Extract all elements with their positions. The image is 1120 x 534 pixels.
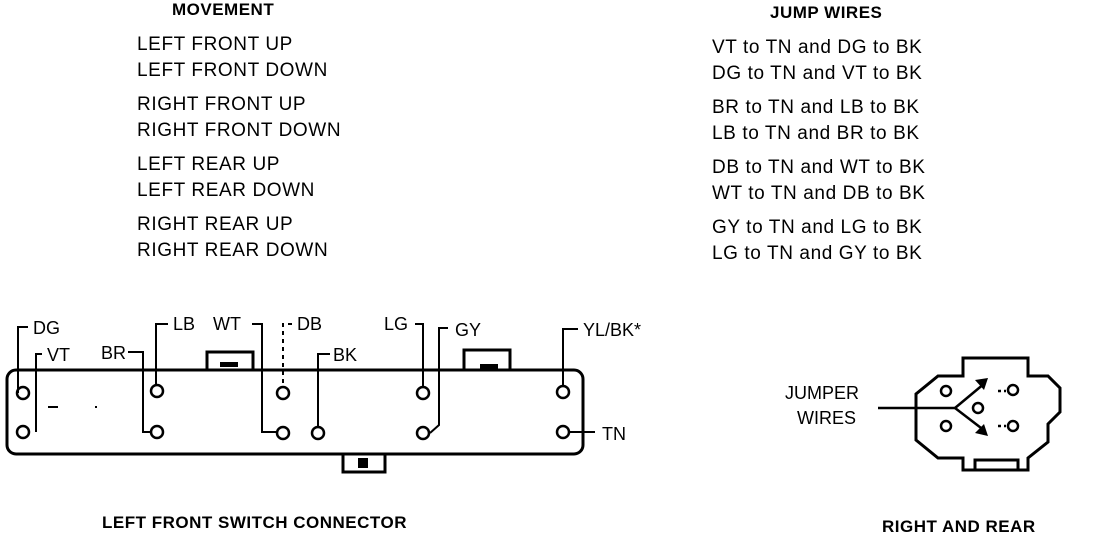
movement-item: LEFT REAR DOWN (137, 180, 316, 201)
label-db: DB (297, 314, 322, 334)
jump-wires-header: JUMP WIRES (770, 3, 883, 22)
label-ylbk: YL/BK* (583, 320, 641, 340)
terminal-lb (149, 383, 165, 399)
terminal-tn (555, 424, 571, 440)
movement-item: LEFT FRONT UP (137, 34, 293, 55)
right-rear-connector-body (914, 356, 1062, 472)
label-lg: LG (384, 314, 408, 334)
connector-tab-bottom (341, 454, 387, 474)
jumper-label-line1: JUMPER (785, 383, 859, 403)
jump-wire-item: GY to TN and LG to BK (712, 217, 923, 238)
terminal-db (275, 385, 291, 401)
label-br: BR (101, 343, 126, 363)
rr-terminal-1 (939, 384, 953, 398)
movement-header: MOVEMENT (172, 0, 275, 19)
terminal-wt (275, 425, 291, 441)
movement-item: RIGHT REAR UP (137, 214, 294, 235)
rr-terminal-3 (971, 401, 985, 415)
movement-item: RIGHT REAR DOWN (137, 240, 329, 261)
jump-wire-item: LB to TN and BR to BK (712, 123, 920, 144)
jumper-label-line2: WIRES (797, 408, 856, 428)
rr-terminal-2 (1006, 383, 1020, 397)
jump-wire-item: BR to TN and LB to BK (712, 97, 920, 118)
label-gy: GY (455, 320, 481, 340)
jump-wire-item: VT to TN and DG to BK (712, 37, 923, 58)
label-bk: BK (333, 345, 357, 365)
left-front-connector-body (5, 368, 585, 456)
movement-item: LEFT FRONT DOWN (137, 60, 328, 81)
movement-item: RIGHT FRONT DOWN (137, 120, 342, 141)
rr-terminal-4 (939, 419, 953, 433)
label-tn: TN (602, 424, 626, 444)
jump-wire-item: DG to TN and VT to BK (712, 63, 923, 84)
movement-item: RIGHT FRONT UP (137, 94, 307, 115)
connector-tab-top-right (462, 348, 512, 370)
jump-wire-item: LG to TN and GY to BK (712, 243, 923, 264)
terminal-lg (415, 385, 431, 401)
label-vt: VT (47, 345, 70, 365)
terminal-vt (15, 424, 31, 440)
connector-tab-top-left (205, 350, 255, 370)
jump-wire-item: DB to TN and WT to BK (712, 157, 926, 178)
label-lb: LB (173, 314, 195, 334)
label-dg: DG (33, 318, 60, 338)
caption-left-front: LEFT FRONT SWITCH CONNECTOR (102, 513, 407, 532)
rr-terminal-5 (1006, 419, 1020, 433)
terminal-br (149, 424, 165, 440)
movement-item: LEFT REAR UP (137, 154, 281, 175)
terminal-gy (415, 425, 431, 441)
caption-right-rear: RIGHT AND REAR (882, 517, 1036, 534)
terminal-bk (310, 425, 326, 441)
label-wt: WT (213, 314, 241, 334)
terminal-ylbk (555, 384, 571, 400)
jump-wire-item: WT to TN and DB to BK (712, 183, 926, 204)
